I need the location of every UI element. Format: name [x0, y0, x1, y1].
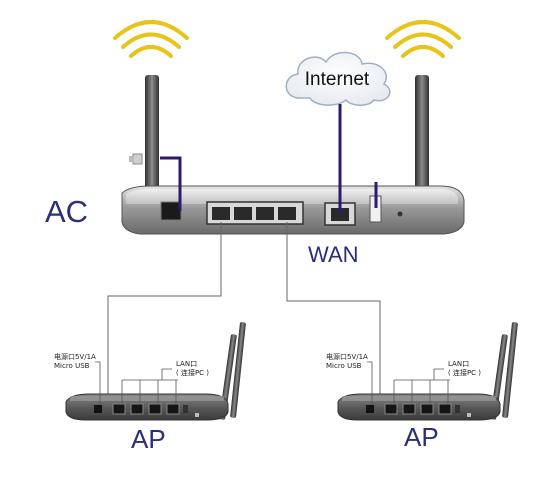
- ac-side-connector-icon: [129, 153, 143, 165]
- power-cable: [160, 156, 182, 211]
- ap-right: 电源口5V/1A Micro USB LAN口 ( 连接PC ) AP: [326, 322, 518, 452]
- ap-right-label: AP: [404, 422, 439, 452]
- ac-lan-ports: [212, 207, 296, 220]
- internet-cloud-icon: Internet: [285, 51, 391, 106]
- ap-left-lan-desc: ( 连接PC ): [176, 368, 209, 377]
- wifi-signal-left-icon: [113, 20, 189, 58]
- ac-router: [121, 185, 465, 235]
- ap-left-lan-label: LAN口: [176, 360, 197, 368]
- cable-to-left-ap: [107, 222, 222, 410]
- ap-right-lan-label: LAN口: [448, 360, 469, 368]
- cable-to-right-ap: [286, 222, 381, 410]
- ap-right-power-label: 电源口5V/1A: [326, 352, 368, 361]
- ap-left-label: AP: [131, 424, 166, 454]
- ap-right-usb-label: Micro USB: [326, 362, 362, 370]
- ap-left-usb-label: Micro USB: [54, 362, 90, 370]
- wifi-signal-right-icon: [385, 20, 461, 58]
- ac-reset-button: [397, 211, 403, 217]
- ac-purple-cables: [160, 104, 378, 214]
- ap-left-power-label: 电源口5V/1A: [54, 352, 96, 361]
- lan-to-ap-cables: [107, 222, 381, 410]
- ap-left: 电源口5V/1A Micro USB LAN口 ( 连接PC ) AP: [54, 322, 246, 454]
- internet-label: Internet: [305, 69, 370, 90]
- ac-label: AC: [45, 194, 88, 229]
- ap-right-lan-desc: ( 连接PC ): [448, 368, 481, 377]
- wan-label: WAN: [308, 242, 359, 267]
- ac-power-port: [160, 201, 182, 221]
